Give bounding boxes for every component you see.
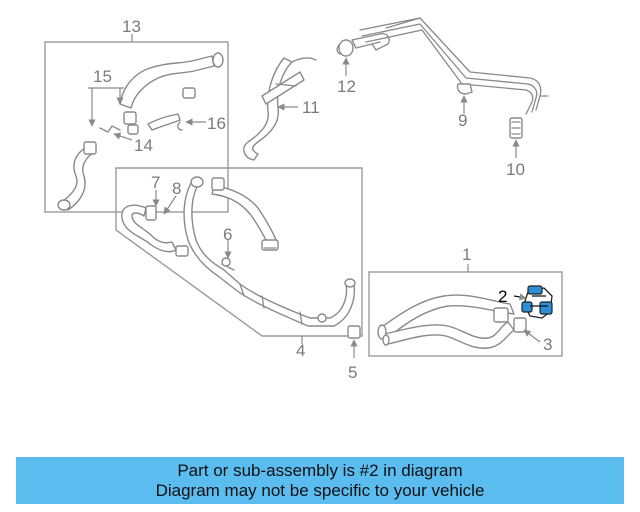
callout-10: 10 xyxy=(506,160,525,179)
upper-radiator-hose xyxy=(119,55,215,109)
group-box-4: 4 7 8 6 5 xyxy=(115,167,363,382)
callout-11: 11 xyxy=(302,98,320,117)
lower-hose-13 xyxy=(61,145,97,211)
callout-2: 2 xyxy=(498,287,507,306)
heater-hose-assembly: 11 12 9 10 xyxy=(243,17,549,179)
callout-8: 8 xyxy=(172,179,181,198)
callout-6: 6 xyxy=(223,225,232,244)
callout-1: 1 xyxy=(462,245,471,264)
coolant-pipe-6 xyxy=(183,177,356,327)
callout-4: 4 xyxy=(296,341,305,360)
callout-12: 12 xyxy=(337,77,356,96)
callout-14: 14 xyxy=(134,136,153,155)
banner-line-2: Diagram may not be specific to your vehi… xyxy=(155,480,485,500)
callout-13: 13 xyxy=(122,17,141,36)
callout-16: 16 xyxy=(207,114,226,133)
callout-5: 5 xyxy=(348,363,357,382)
highlighted-part-2[interactable] xyxy=(521,285,553,319)
group-box-13: 13 15 14 16 xyxy=(44,17,229,213)
hose-assembly-1 xyxy=(379,294,515,339)
callout-3: 3 xyxy=(543,335,552,354)
callout-9: 9 xyxy=(458,111,467,130)
info-banner: Part or sub-assembly is #2 in diagram Di… xyxy=(16,457,624,504)
callout-15: 15 xyxy=(93,67,112,86)
callout-7: 7 xyxy=(151,173,160,192)
banner-line-1: Part or sub-assembly is #2 in diagram xyxy=(177,460,463,480)
group-box-1: 1 2 3 xyxy=(368,245,563,357)
parts-diagram: 13 15 14 16 11 xyxy=(44,17,563,382)
heater-hose-11 xyxy=(243,57,293,161)
bypass-hose-7 xyxy=(121,204,177,253)
